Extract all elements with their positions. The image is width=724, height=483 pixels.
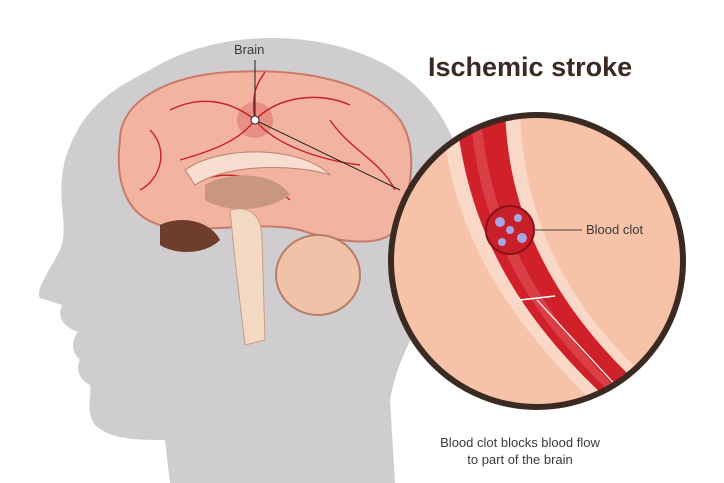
caption-line-1: Blood clot blocks blood flow <box>440 435 600 450</box>
cerebellum <box>275 234 361 316</box>
page-title: Ischemic stroke <box>428 52 633 82</box>
thalamus <box>205 175 290 210</box>
blood-clot <box>485 205 535 255</box>
lens-pointer <box>254 119 401 191</box>
dark-region <box>160 220 220 252</box>
caption: Blood clot blocks blood flow to part of … <box>420 434 620 468</box>
brainstem <box>229 208 266 346</box>
lens-border <box>388 112 686 410</box>
brain-label: Brain <box>234 42 265 57</box>
magnified-vessel <box>391 115 683 407</box>
blood-clot-label: Blood clot <box>586 222 644 237</box>
caption-line-2: to part of the brain <box>467 452 573 467</box>
brain-marker <box>250 115 260 125</box>
corpus-callosum <box>184 151 331 186</box>
